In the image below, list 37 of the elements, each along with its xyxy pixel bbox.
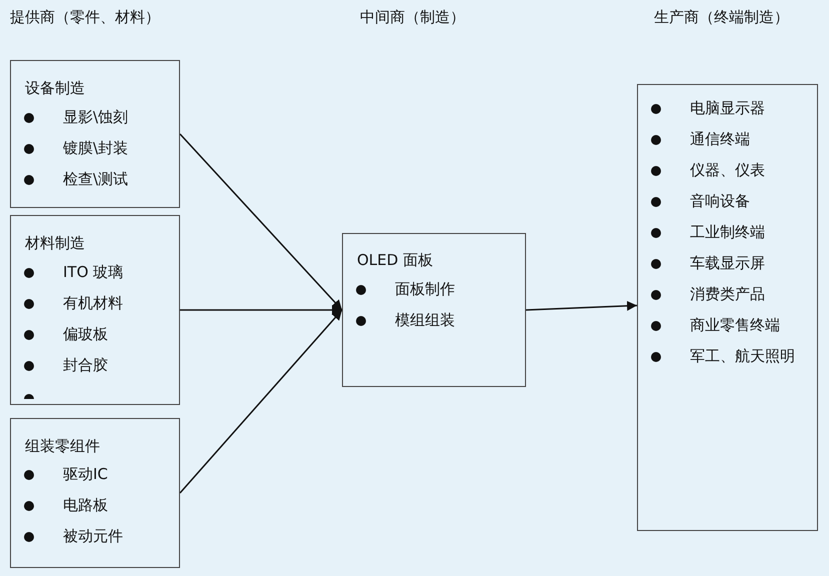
list-item: 通信终端: [690, 129, 751, 150]
list-item: 消费类产品: [690, 284, 766, 305]
list-item: 面板制作: [395, 279, 456, 300]
column-heading: 生产商（终端制造）: [654, 8, 789, 27]
list-box: [637, 84, 818, 531]
list-item: 模组组装: [395, 310, 456, 331]
list-box: [10, 60, 180, 208]
list-item: 音响设备: [690, 191, 751, 212]
list-box: [10, 215, 180, 405]
list-item: 商业零售终端: [690, 315, 781, 336]
list-item: 封合胶: [63, 355, 109, 376]
box-heading: 组装零组件: [25, 436, 100, 456]
list-item: 工业制终端: [690, 222, 766, 243]
box-heading: 材料制造: [25, 233, 85, 253]
arrow: [179, 134, 343, 310]
list-item: 显影\蚀刻: [63, 107, 130, 128]
list-box: [342, 233, 526, 387]
box-heading: OLED 面板: [357, 250, 433, 270]
list-item: 电脑显示器: [690, 98, 766, 119]
list-box: [10, 418, 180, 568]
arrow: [180, 305, 342, 315]
column-heading: 中间商（制造）: [360, 8, 465, 27]
list-item: 电路板: [63, 495, 109, 516]
list-item: 有机材料: [63, 293, 124, 314]
list-item: 被动元件: [63, 526, 124, 547]
list-item: 驱动IC: [63, 464, 109, 485]
column-heading: 提供商（零件、材料）: [10, 8, 160, 27]
box-heading: 设备制造: [25, 78, 85, 98]
list-item: 镀膜\封装: [63, 138, 130, 159]
list-item: 检查\测试: [63, 169, 130, 190]
list-item: ITO 玻璃: [63, 262, 124, 283]
arrow: [179, 310, 343, 494]
list-item: 车载显示屏: [690, 253, 766, 274]
list-item: 仪器、仪表: [690, 160, 766, 181]
list-item: 军工、航天照明: [690, 346, 796, 367]
arrow: [526, 300, 638, 311]
list-item: 偏玻板: [63, 324, 109, 345]
